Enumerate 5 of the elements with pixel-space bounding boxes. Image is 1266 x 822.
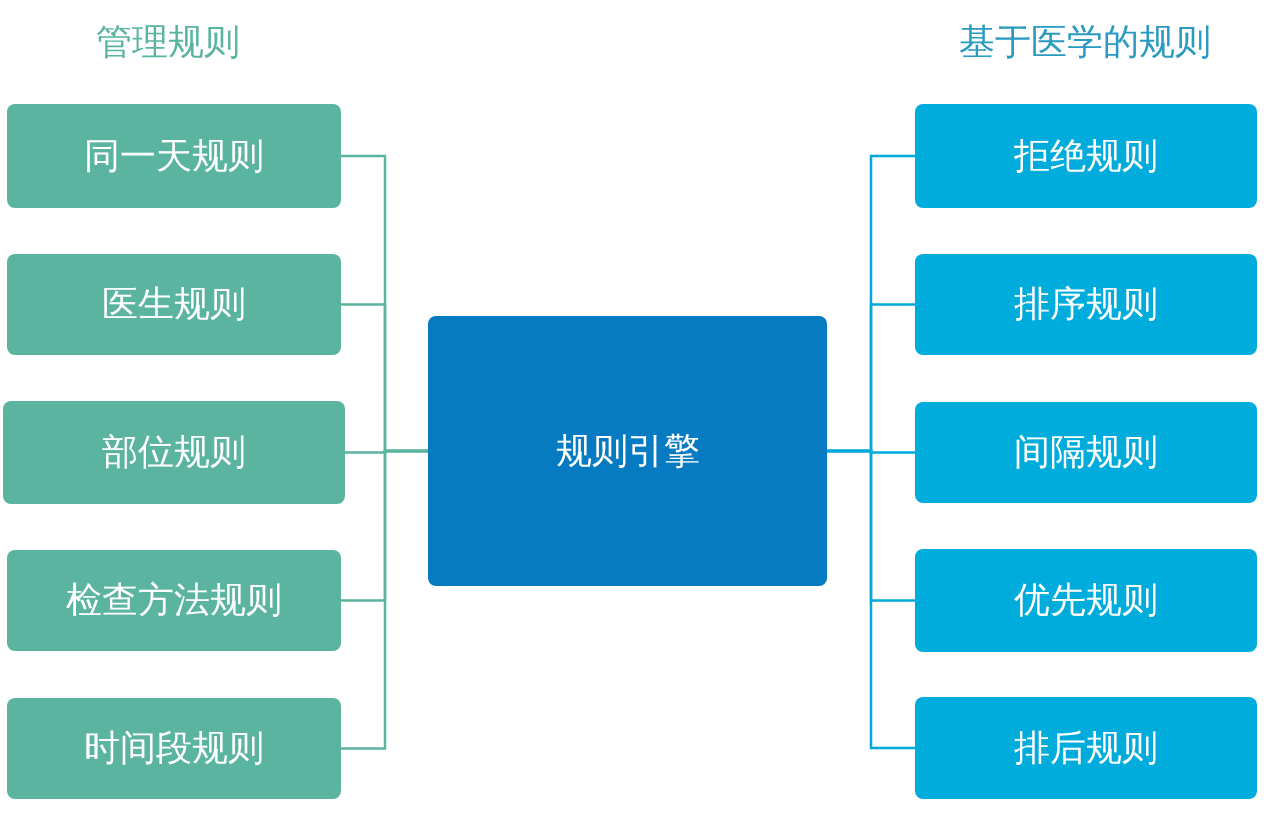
connector-line (341, 449, 428, 750)
connector-line (827, 449, 915, 750)
column-heading: 管理规则 (96, 20, 240, 64)
engine-box: 规则引擎 (428, 316, 827, 586)
column-heading: 基于医学的规则 (959, 20, 1211, 64)
